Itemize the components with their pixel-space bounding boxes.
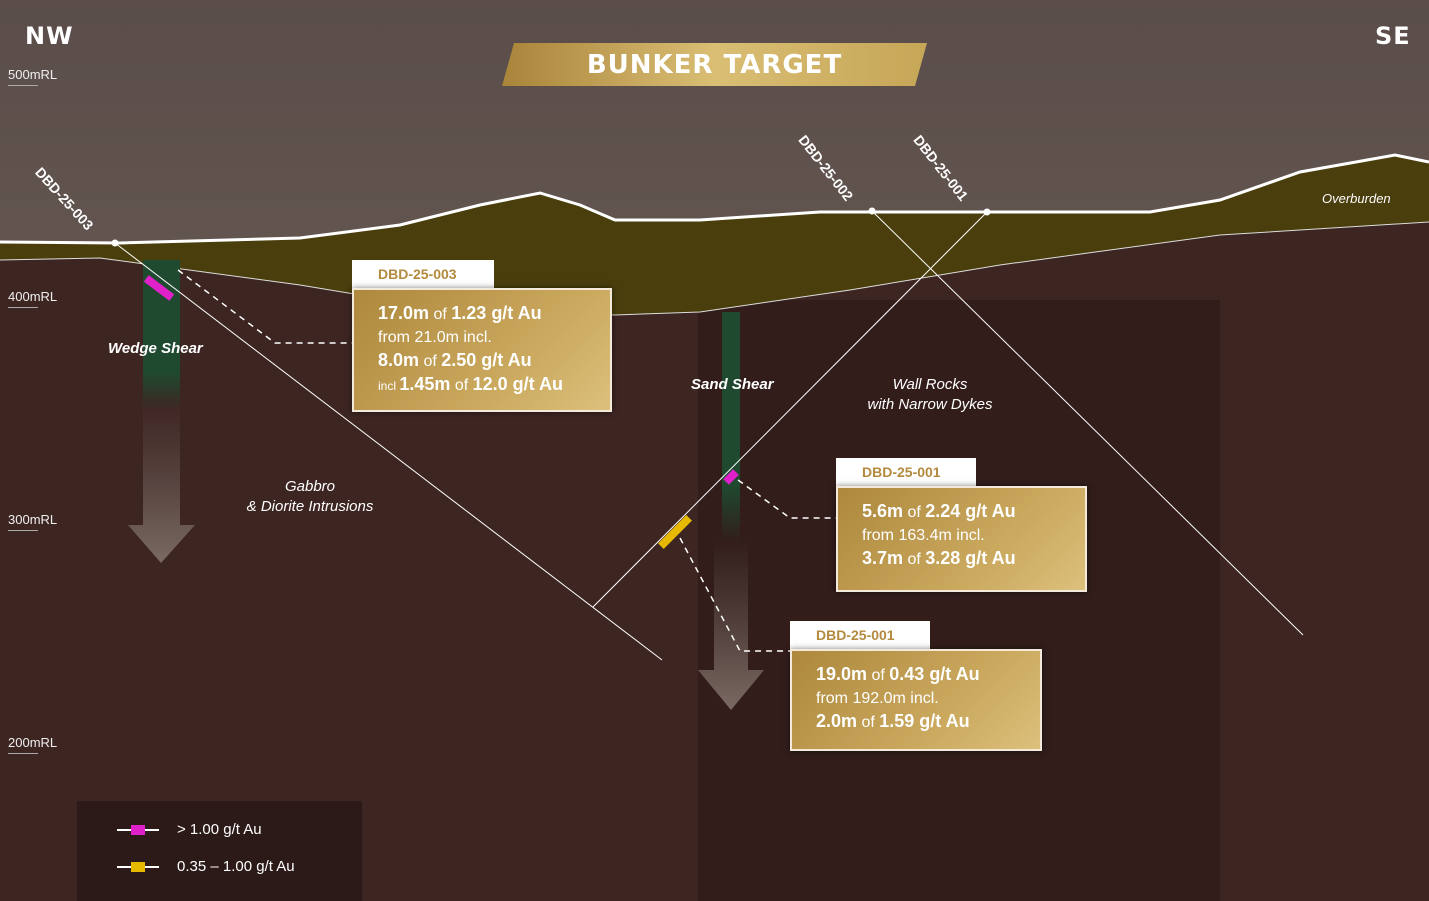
intercept-low-grade	[658, 515, 692, 549]
sky	[0, 0, 1429, 243]
drill-trace-dbd-25-003	[114, 242, 663, 661]
collar-marker	[111, 239, 119, 247]
intercept-callout-dbd-25-001-lower: DBD-25-001 19.0m of 0.43 g/t Au from 192…	[790, 621, 1042, 751]
title-banner: BUNKER TARGET	[502, 43, 927, 86]
label-sand-shear: Sand Shear	[691, 376, 774, 393]
collar-marker	[868, 207, 876, 215]
legend-item-high-grade: > 1.00 g/t Au	[117, 821, 262, 838]
intercept-callout-dbd-25-001-upper: DBD-25-001 5.6m of 2.24 g/t Au from 163.…	[836, 458, 1087, 592]
callout-tab: DBD-25-001	[790, 621, 930, 649]
rl-200: 200mRL	[8, 735, 58, 754]
arrow-down-sand	[698, 540, 764, 710]
drill-trace-dbd-25-001	[592, 211, 988, 608]
direction-se: SE	[1375, 22, 1411, 50]
rl-300: 300mRL	[8, 512, 58, 531]
collar-marker	[983, 208, 991, 216]
high-grade-swatch-icon	[117, 824, 159, 835]
leader-lines	[177, 269, 836, 652]
legend-item-low-grade: 0.35 – 1.00 g/t Au	[117, 858, 295, 875]
wall-rock-zone	[698, 300, 1220, 901]
arrow-down-wedge	[128, 400, 195, 563]
rl-400: 400mRL	[8, 289, 58, 308]
intercept-callout-dbd-25-003: DBD-25-003 17.0m of 1.23 g/t Au from 21.…	[352, 260, 612, 412]
low-grade-swatch-icon	[117, 861, 159, 872]
callout-tab: DBD-25-003	[352, 260, 494, 288]
overburden-base	[0, 221, 1429, 316]
surface-line	[0, 153, 1429, 245]
drill-trace-dbd-25-002	[871, 210, 1304, 636]
direction-nw: NW	[25, 22, 74, 50]
label-wedge-shear: Wedge Shear	[108, 340, 203, 357]
label-gabbro: Gabbro& Diorite Intrusions	[246, 478, 374, 515]
rl-500: 500mRL	[8, 67, 58, 86]
intercept-high-grade	[143, 275, 175, 301]
intercept-high-grade	[723, 469, 739, 485]
page-title: BUNKER TARGET	[586, 49, 843, 80]
sand-shear-zone	[722, 312, 740, 542]
label-overburden: Overburden	[1322, 191, 1391, 206]
callout-tab: DBD-25-001	[836, 458, 976, 486]
legend: > 1.00 g/t Au 0.35 – 1.00 g/t Au	[77, 801, 362, 901]
